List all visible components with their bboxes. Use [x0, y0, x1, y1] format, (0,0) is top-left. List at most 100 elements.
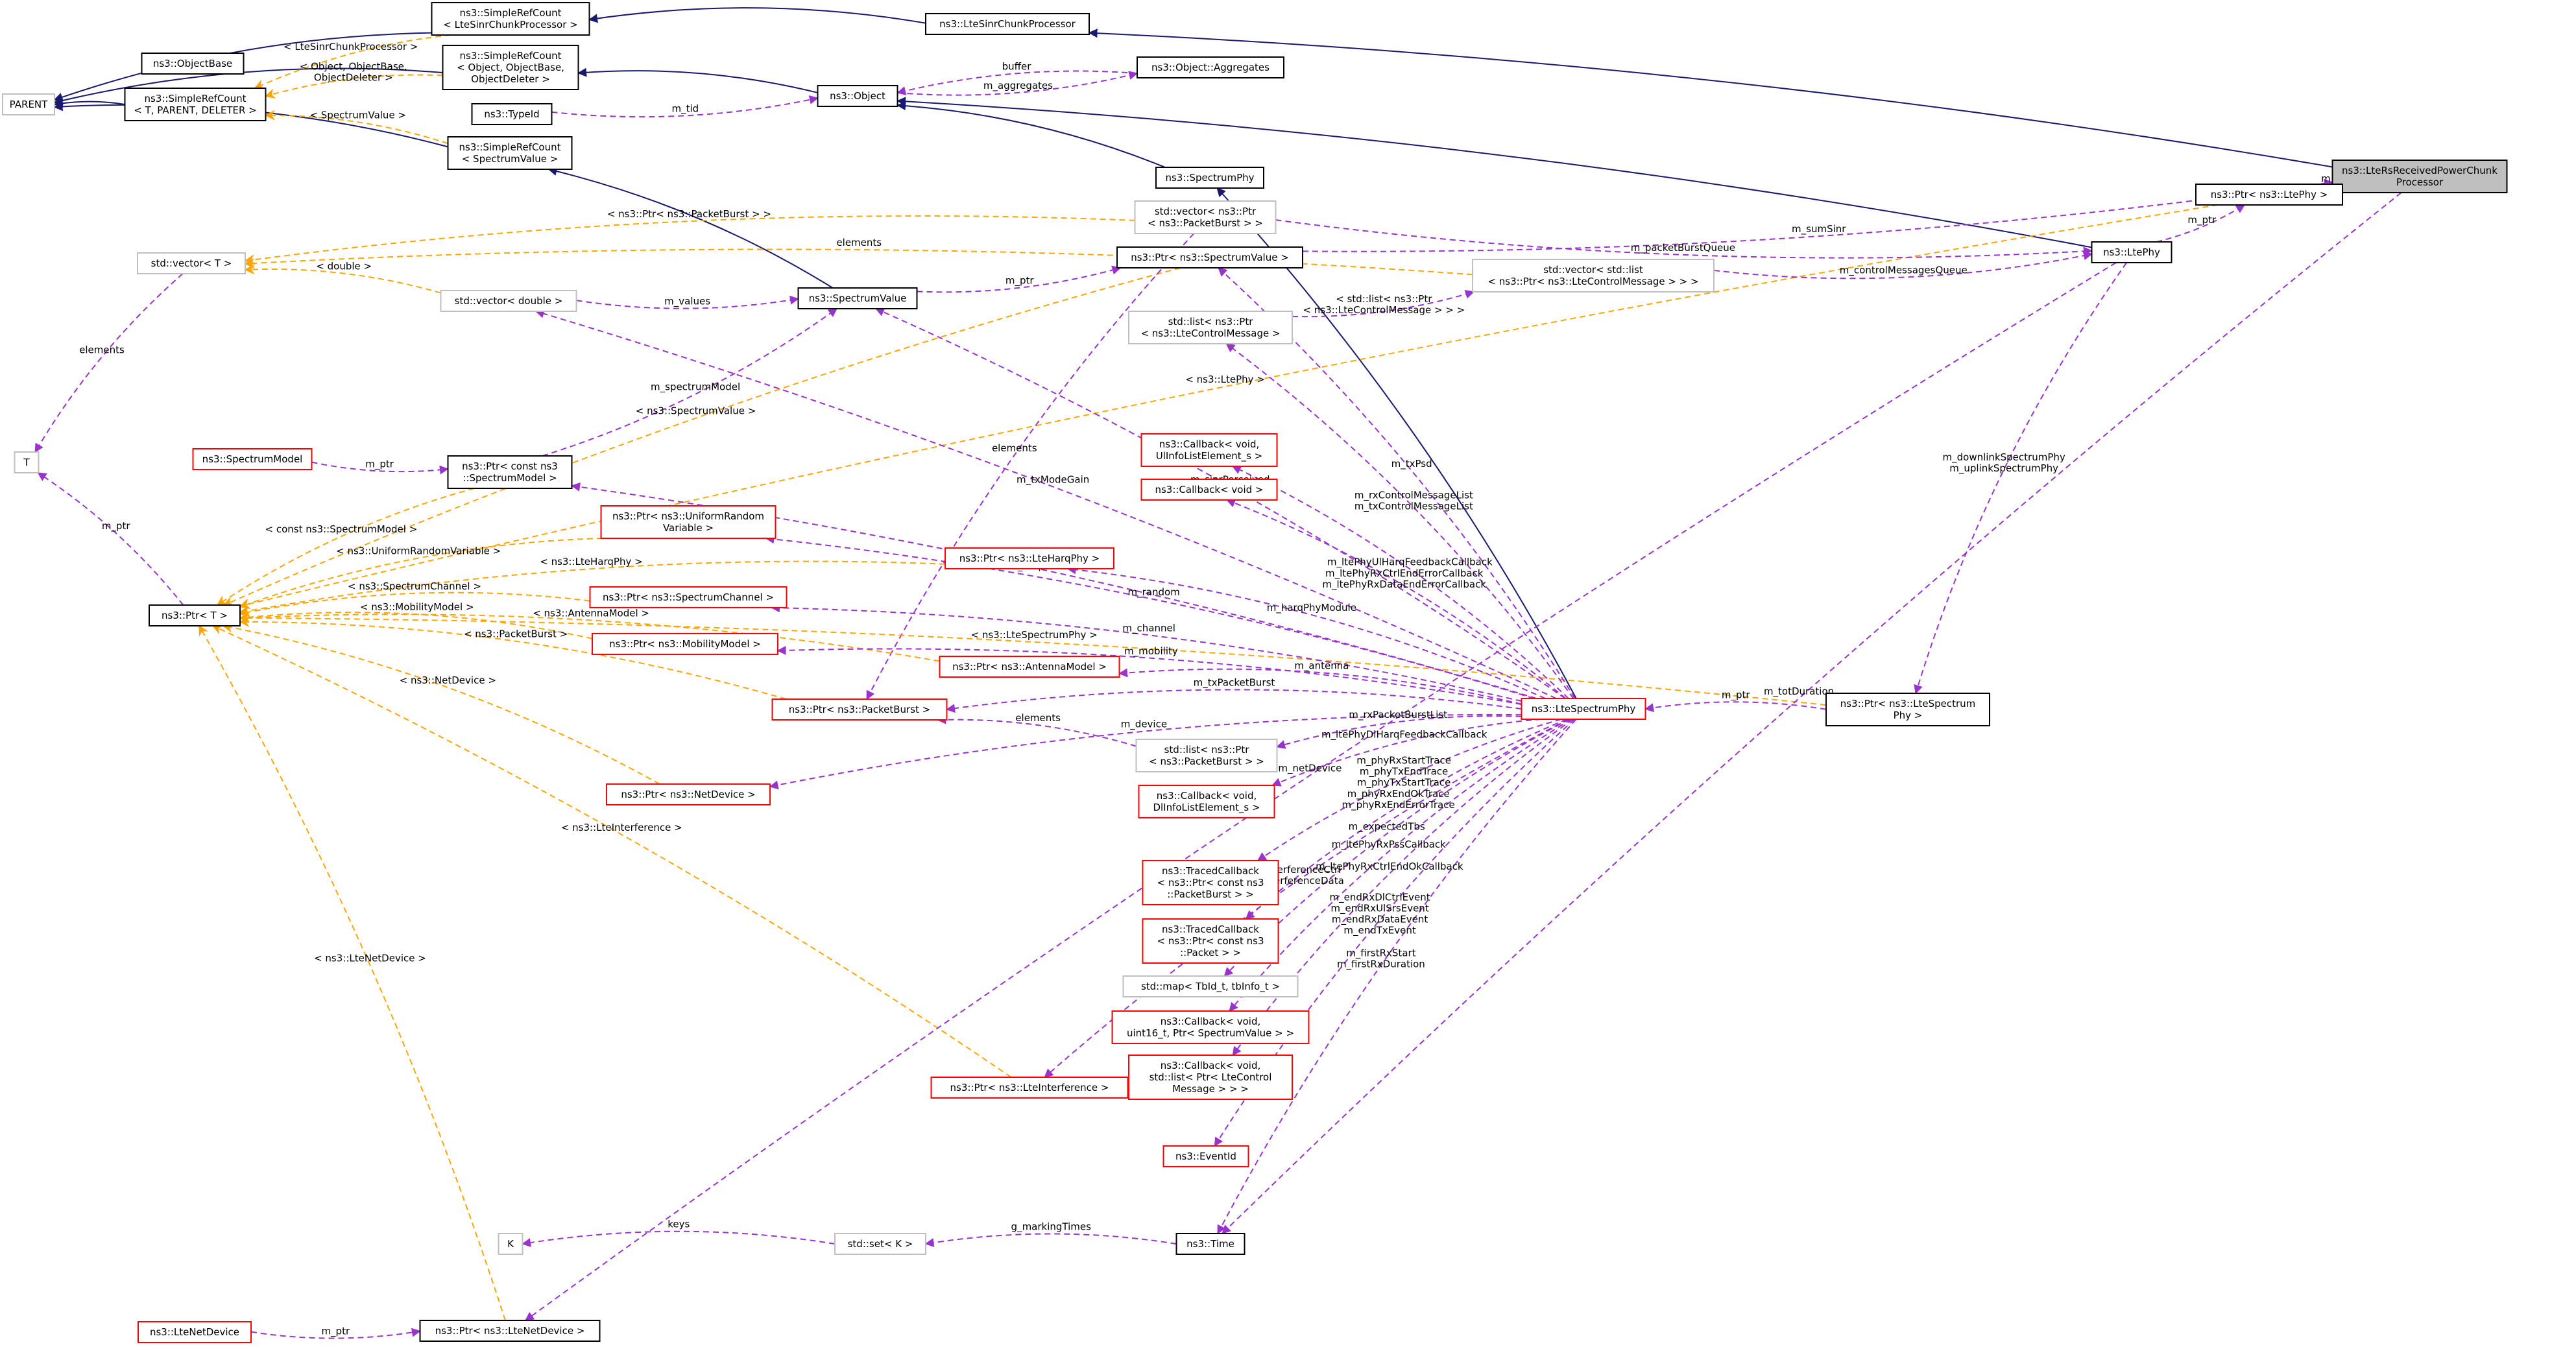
edge-label: elements — [79, 344, 125, 355]
class-node-box — [431, 2, 590, 36]
edge-label: m_rxPacketBurstList — [1349, 709, 1447, 721]
class-node-ptr-ltenetdevice[interactable]: ns3::Ptr< ns3::LteNetDevice > — [419, 1320, 601, 1342]
class-node-label: ns3::SpectrumModel — [202, 453, 303, 465]
edge-usage-ltespectrumphy-to-ptr-channel — [770, 603, 1522, 702]
class-node-ptr-interference[interactable]: ns3::Ptr< ns3::LteInterference > — [930, 1077, 1129, 1099]
class-node-cb-pss[interactable]: ns3::Callback< void,uint16_t, Ptr< Spect… — [1111, 1010, 1310, 1044]
class-node-box — [440, 290, 577, 312]
class-node-ptr-netdevice[interactable]: ns3::Ptr< ns3::NetDevice > — [606, 783, 771, 805]
edge-usage-spectrumvalue-to-ptr-sv — [917, 265, 1122, 293]
class-node-ptr-generic[interactable]: ns3::Ptr< T > — [149, 604, 241, 626]
edge-label: < ns3::UniformRandomVariable > — [336, 545, 501, 557]
edge-label: < ns3::LteInterference > — [561, 822, 682, 833]
class-node-ltespectrumphy[interactable]: ns3::LteSpectrumPhy — [1521, 698, 1646, 720]
class-node-spectrumvalue[interactable]: ns3::SpectrumValue — [797, 287, 918, 309]
class-node-ptr-pb[interactable]: ns3::Ptr< ns3::PacketBurst > — [771, 698, 948, 721]
edge-label: m_antenna — [1294, 660, 1349, 672]
class-node-ltenetdevice[interactable]: ns3::LteNetDevice — [138, 1321, 252, 1343]
class-node-ptr-ltespectrumphy[interactable]: ns3::Ptr< ns3::LteSpectrumPhy > — [1825, 693, 1990, 726]
edge-usage-ltespectrumphy-to-ptr-interference — [1044, 719, 1569, 1078]
edge-label: m_endRxDlCtrlEvent — [1330, 892, 1430, 904]
class-node-label: ns3::LtePhy — [2103, 246, 2160, 258]
class-node-box — [1175, 1233, 1246, 1255]
class-node-vec-list-ctrl[interactable]: std::vector< std::list< ns3::Ptr< ns3::L… — [1472, 259, 1715, 292]
class-node-label: ns3::Ptr< ns3::UniformRandom — [612, 510, 764, 522]
class-node-cb-ul[interactable]: ns3::Callback< void,UlInfoListElement_s … — [1140, 433, 1278, 467]
class-node-box — [14, 451, 40, 473]
class-node-eventid[interactable]: ns3::EventId — [1162, 1145, 1249, 1167]
edge-template-ptr-ltenetdevice-to-ptr-generic — [199, 625, 506, 1321]
class-node-set-k[interactable]: std::set< K > — [834, 1233, 926, 1255]
class-node-cb-dl[interactable]: ns3::Callback< void,DlInfoListElement_s … — [1138, 785, 1275, 818]
class-node-label: ns3::Ptr< T > — [162, 610, 228, 621]
class-node-list-pb[interactable]: std::list< ns3::Ptr< ns3::PacketBurst > … — [1135, 739, 1278, 772]
class-node-t[interactable]: T — [14, 451, 40, 473]
class-node-ptr-ltephy[interactable]: ns3::Ptr< ns3::LtePhy > — [2195, 184, 2343, 206]
class-node-tc-pb[interactable]: ns3::TracedCallback< ns3::Ptr< const ns3… — [1142, 860, 1279, 905]
class-node-tc-packet[interactable]: ns3::TracedCallback< ns3::Ptr< const ns3… — [1142, 918, 1279, 964]
edge-label: m_firstRxStart — [1346, 947, 1415, 959]
class-node-ptr-channel[interactable]: ns3::Ptr< ns3::SpectrumChannel > — [589, 586, 788, 608]
edge-label: m_txPacketBurst — [1194, 676, 1275, 689]
class-node-vec-t[interactable]: std::vector< T > — [137, 252, 246, 274]
edge-inherit-object-to-src-object — [577, 67, 818, 93]
class-node-spectrummodel[interactable]: ns3::SpectrumModel — [192, 448, 313, 470]
class-node-label: ns3::Callback< void, — [1161, 1060, 1260, 1071]
class-node-label: ns3::Callback< void, — [1157, 790, 1257, 802]
edge-label: m_tid — [672, 102, 699, 115]
class-node-parent[interactable]: PARENT — [2, 93, 55, 115]
edge-label: m_rxControlMessageList — [1354, 490, 1473, 502]
class-node-map-tbs[interactable]: std::map< TbId_t, tbInfo_t > — [1122, 975, 1299, 997]
class-node-aggregates[interactable]: ns3::Object::Aggregates — [1137, 56, 1284, 78]
class-node-typeid[interactable]: ns3::TypeId — [471, 103, 553, 125]
class-node-label: ns3::LteSinrChunkProcessor — [939, 18, 1076, 30]
edge-label: ObjectDeleter > — [314, 71, 393, 83]
class-node-ptr-sv[interactable]: ns3::Ptr< ns3::SpectrumValue > — [1116, 246, 1303, 268]
class-node-label: ns3::EventId — [1175, 1150, 1236, 1162]
class-node-ptr-antenna[interactable]: ns3::Ptr< ns3::AntennaModel > — [939, 656, 1120, 678]
class-node-vec-pb[interactable]: std::vector< ns3::Ptr< ns3::PacketBurst … — [1134, 200, 1277, 234]
class-node-label: ns3::SpectrumPhy — [1165, 172, 1254, 184]
edge-label: < ns3::PacketBurst > — [464, 628, 568, 640]
edge-inherit-ltephy-to-object — [897, 97, 2092, 248]
class-node-label: ns3::LteNetDevice — [150, 1326, 239, 1338]
class-node-ptr-mobility[interactable]: ns3::Ptr< ns3::MobilityModel > — [592, 633, 778, 655]
class-node-sinrproc[interactable]: ns3::LteSinrChunkProcessor — [925, 13, 1090, 35]
class-node-label: ns3::Ptr< const ns3 — [462, 460, 558, 472]
class-node-label: std::set< K > — [848, 1238, 913, 1250]
class-node-src-object[interactable]: ns3::SimpleRefCount< Object, ObjectBase,… — [442, 45, 579, 90]
class-node-ptr-harq[interactable]: ns3::Ptr< ns3::LteHarqPhy > — [945, 547, 1114, 569]
class-node-time[interactable]: ns3::Time — [1175, 1233, 1246, 1255]
class-node-cb-ctrl[interactable]: ns3::Callback< void,std::list< Ptr< LteC… — [1128, 1055, 1293, 1100]
class-node-spectrumphy[interactable]: ns3::SpectrumPhy — [1155, 167, 1264, 189]
edge-label: < LteSinrChunkProcessor > — [283, 41, 418, 53]
class-node-vec-double[interactable]: std::vector< double > — [440, 290, 577, 312]
edge-usage-vec-pb-to-ltephy — [1275, 219, 2093, 259]
class-node-label: ns3::SpectrumValue — [809, 292, 907, 304]
edge-label: m_aggregates — [983, 80, 1053, 92]
class-node-src-spectrumvalue[interactable]: ns3::SimpleRefCount< SpectrumValue > — [447, 136, 573, 170]
class-node-object[interactable]: ns3::Object — [817, 85, 898, 107]
class-node-objectbase[interactable]: ns3::ObjectBase — [141, 53, 245, 75]
edge-label: < ns3::LteNetDevice > — [314, 952, 426, 964]
class-node-list-ctrl[interactable]: std::list< ns3::Ptr< ns3::LteControlMess… — [1128, 311, 1293, 344]
edge-label: m_endRxUlSrsEvent — [1330, 903, 1428, 915]
class-node-box — [1142, 860, 1279, 905]
class-node-src-sinr[interactable]: ns3::SimpleRefCount< LteSinrChunkProcess… — [431, 2, 590, 36]
class-node-label: ns3::Callback< void, — [1159, 438, 1259, 450]
class-node-k[interactable]: K — [498, 1233, 524, 1255]
class-node-label: ns3::SimpleRefCount — [145, 93, 247, 104]
edge-template-vec-double-to-vec-t — [244, 264, 441, 294]
class-node-ptr-urv[interactable]: ns3::Ptr< ns3::UniformRandomVariable > — [600, 505, 776, 539]
class-node-label: ns3::TracedCallback — [1162, 924, 1259, 935]
class-node-ptr-const-sm[interactable]: ns3::Ptr< const ns3::SpectrumModel > — [447, 455, 573, 489]
edge-usage-ptr-sv-to-focus — [1302, 178, 2333, 252]
class-node-src-generic[interactable]: ns3::SimpleRefCount< T, PARENT, DELETER … — [124, 88, 267, 121]
edge-template-vec-pb-to-vec-t — [244, 215, 1135, 265]
class-node-cb-void[interactable]: ns3::Callback< void > — [1140, 479, 1278, 501]
class-node-ltephy[interactable]: ns3::LtePhy — [2091, 241, 2173, 263]
edge-usage-ltenetdevice-to-ptr-ltenetdevice — [250, 1328, 421, 1339]
edge-label: m_endRxDataEvent — [1332, 914, 1428, 926]
